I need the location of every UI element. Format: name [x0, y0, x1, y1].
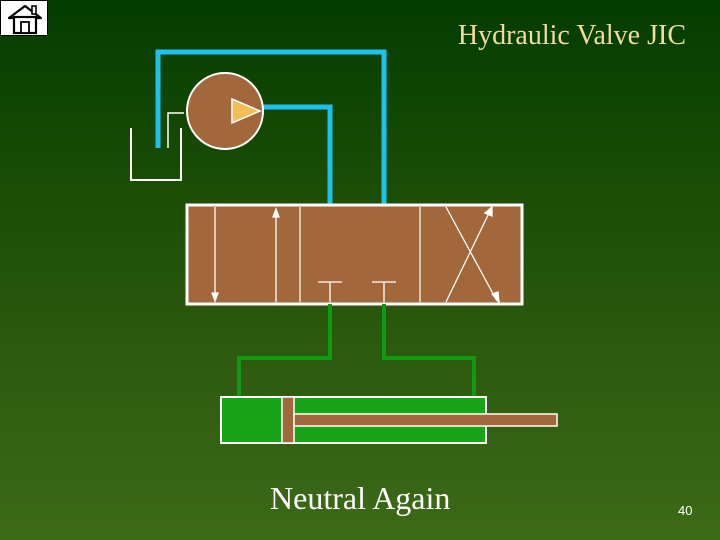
slide-caption: Neutral Again: [270, 480, 451, 516]
valve-center-envelope: [318, 281, 396, 302]
cylinder-piston: [281, 396, 295, 444]
valve-right-envelope: [445, 205, 500, 304]
pump: [186, 72, 264, 150]
work-lines: [237, 304, 476, 397]
page-number: 40: [678, 503, 693, 518]
slide-title: Hydraulic Valve JIC: [457, 20, 686, 51]
hydraulic-cylinder: [220, 396, 558, 444]
valve-left-envelope: [211, 207, 280, 303]
home-icon: [7, 4, 43, 35]
directional-valve: [185, 203, 524, 306]
cylinder-rod: [293, 413, 558, 427]
pump-arrow-icon: [231, 97, 262, 125]
tank-return-line: [155, 49, 387, 250]
home-button[interactable]: [0, 0, 48, 36]
rod-end-line: [382, 304, 476, 397]
reservoir-tank: [130, 112, 184, 181]
cap-end-line: [237, 304, 332, 397]
